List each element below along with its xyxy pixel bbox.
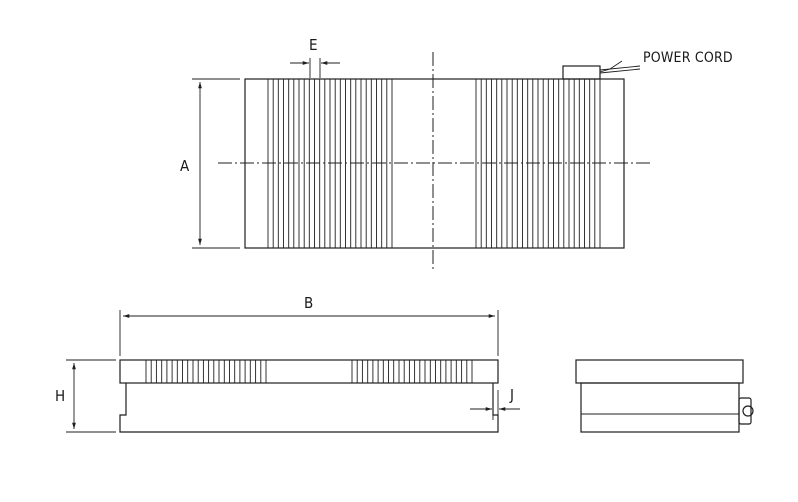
- power-cord-leader: [599, 60, 623, 73]
- dimension-h-label: H: [55, 387, 65, 405]
- top-view: POWER CORD A E: [180, 36, 733, 272]
- side-view-base: [580, 382, 740, 433]
- side-view-cord-port: [742, 405, 754, 417]
- dimension-e-label: E: [309, 36, 318, 54]
- dimension-j-label: J: [509, 386, 514, 404]
- dimension-b-label: B: [304, 294, 313, 312]
- side-view-top-plate: [575, 359, 744, 384]
- power-cord-box: [562, 65, 601, 80]
- front-view: B H J: [55, 294, 520, 433]
- front-view-top-plate: [119, 359, 499, 384]
- power-cord-label: POWER CORD: [643, 50, 733, 66]
- dimension-a-label: A: [180, 157, 190, 175]
- side-view-connector: [738, 397, 752, 425]
- front-stripes-right: [351, 360, 473, 383]
- side-view: [575, 359, 754, 433]
- front-view-base: [119, 383, 499, 433]
- front-stripes-left: [145, 360, 267, 383]
